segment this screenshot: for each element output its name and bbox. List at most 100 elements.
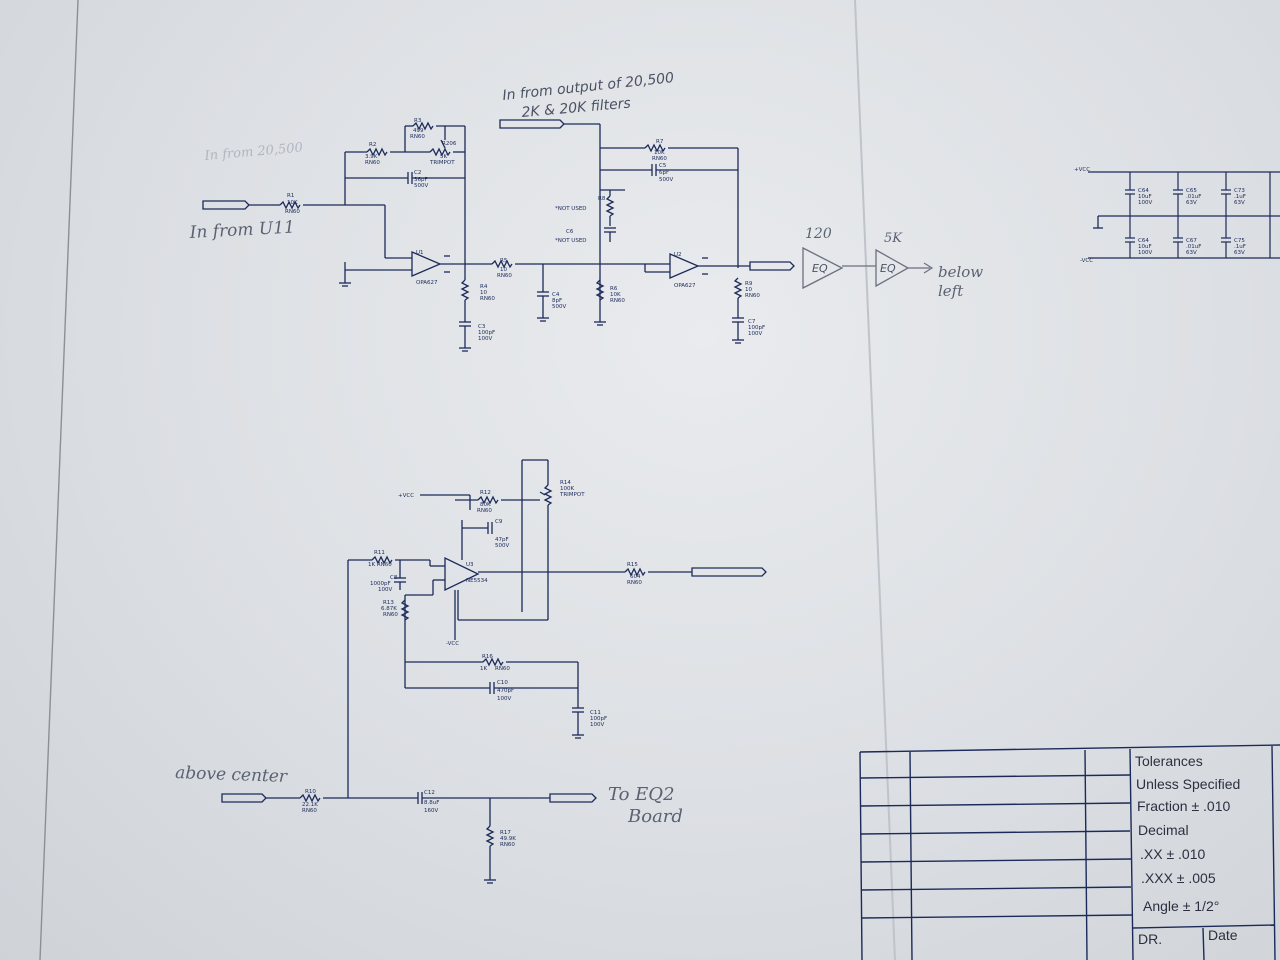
r13-type: RN60	[383, 612, 398, 618]
resistor-r2	[366, 147, 388, 157]
r6-value: 10K	[610, 292, 621, 298]
resistor-r1	[279, 200, 301, 210]
tb-tolerances: Tolerances	[1135, 753, 1203, 769]
r17-type: RN60	[500, 842, 515, 848]
c10-type: 100V	[497, 696, 511, 702]
tb-date: Date	[1208, 927, 1238, 943]
resistor-r6	[595, 279, 605, 301]
r3-label: R3	[414, 118, 422, 124]
r206-type: TRIMPOT	[429, 160, 455, 166]
bank-cap-3-t: 63V	[1234, 200, 1245, 206]
c8-label: C8	[390, 575, 398, 581]
r2-type: RN60	[365, 160, 380, 166]
c12-value: 8.8uF	[424, 800, 439, 806]
c2-label: C2	[414, 170, 421, 176]
r7-type: RN60	[652, 156, 667, 162]
c4-label: C4	[552, 292, 560, 298]
arrow-icon	[923, 262, 934, 274]
resistor-r12	[477, 495, 499, 505]
note-to-eq2: To EQ2	[608, 784, 675, 805]
resistor-r15	[624, 567, 646, 577]
r10-value: 22.1K	[302, 802, 318, 808]
resistor-r11	[371, 555, 393, 565]
input-connector-u11	[202, 200, 250, 210]
input-connector-above-center	[221, 793, 267, 803]
bank-cap-4-v: 10uF	[1138, 244, 1152, 250]
supply-decoupling-bank: +VCC -VCC C64 10uF 100V C65 .01uF 63V C7…	[1074, 167, 1280, 264]
r10-label: R10	[305, 789, 316, 795]
r9-value: 10	[745, 287, 752, 293]
note-above-center: above center	[175, 763, 288, 787]
eq-triangle-5k	[875, 248, 910, 288]
vcc-neg-label: -VCC	[446, 641, 459, 647]
c11-label: C11	[590, 710, 601, 716]
paper-fold	[854, 0, 896, 960]
c10-label: C10	[497, 680, 508, 686]
r12-value: 80K	[480, 502, 491, 508]
r3-value: 499	[413, 128, 424, 134]
opamp-u2	[669, 253, 700, 279]
resistor-r8	[605, 195, 615, 217]
bank-cap-1-t: 100V	[1138, 200, 1152, 206]
r6-type: RN60	[610, 298, 625, 304]
u3-part: NE5534	[466, 578, 488, 584]
r5-type: RN60	[497, 273, 512, 279]
r14-type: TRIMPOT	[559, 492, 585, 498]
u1-part: OPA627	[416, 280, 438, 286]
tb-angle: Angle ± 1/2°	[1143, 898, 1219, 914]
note-below: below	[938, 263, 983, 281]
r12-label: R12	[480, 490, 491, 496]
tb-fraction: Fraction ± .010	[1137, 798, 1230, 814]
c3-value: 100pF	[478, 330, 495, 336]
r16-label: R16	[482, 654, 493, 660]
r14-value: 100K	[560, 486, 574, 492]
note-eq-120: 120	[805, 226, 832, 242]
r11-label: R11	[374, 550, 385, 556]
output-connector-bottom	[691, 567, 767, 577]
r8-label: R8	[598, 196, 606, 202]
bank-cap-6-v: .1uF	[1234, 244, 1246, 250]
sheet-border-left	[39, 0, 79, 960]
r8-note: *NOT USED	[555, 206, 587, 212]
c11-value: 100pF	[590, 716, 607, 722]
r6-label: R6	[610, 286, 618, 292]
r16-value: 1K	[480, 666, 487, 672]
c4-type: 500V	[552, 304, 566, 310]
eq-triangle-120	[802, 246, 844, 290]
c3-label: C3	[478, 324, 486, 330]
c4-value: 8pF	[552, 298, 562, 304]
bank-cap-6-t: 63V	[1234, 250, 1245, 256]
output-connector-top	[749, 261, 795, 271]
tb-dr: DR.	[1138, 931, 1162, 947]
u2-label: U2	[674, 252, 682, 258]
r7-value: 10K	[654, 150, 665, 156]
r17-value: 49.9K	[500, 836, 516, 842]
c9-label: C9	[495, 519, 503, 525]
c5-label: C5	[659, 163, 667, 169]
r7-label: R7	[656, 139, 664, 145]
r11-value: 1K RN60	[368, 562, 392, 568]
r13-value: 6.87K	[381, 606, 397, 612]
c10-value: 470pF	[497, 688, 514, 694]
c8-value: 1000pF	[370, 581, 391, 587]
resistor-r17	[485, 825, 495, 847]
r15-label: R15	[627, 562, 638, 568]
bank-cap-2-v: .01uF	[1186, 194, 1201, 200]
bank-cap-1: C64	[1138, 188, 1149, 194]
tb-unless: Unless Specified	[1136, 776, 1240, 792]
r3-type: RN60	[410, 134, 425, 140]
c5-type: 500V	[659, 177, 673, 183]
r1-label: R1	[287, 193, 294, 199]
tb-xx: .XX ± .010	[1140, 846, 1205, 862]
handwritten-eq-blocks: EQ EQ	[802, 246, 934, 290]
r12-type: RN60	[477, 508, 492, 514]
c7-label: C7	[748, 319, 756, 325]
resistor-r16	[482, 657, 504, 667]
r5-value: 10	[500, 267, 507, 273]
trimpot-r206	[429, 147, 451, 157]
r13-label: R13	[383, 600, 394, 606]
bank-vcc-neg: -VCC	[1080, 258, 1093, 264]
